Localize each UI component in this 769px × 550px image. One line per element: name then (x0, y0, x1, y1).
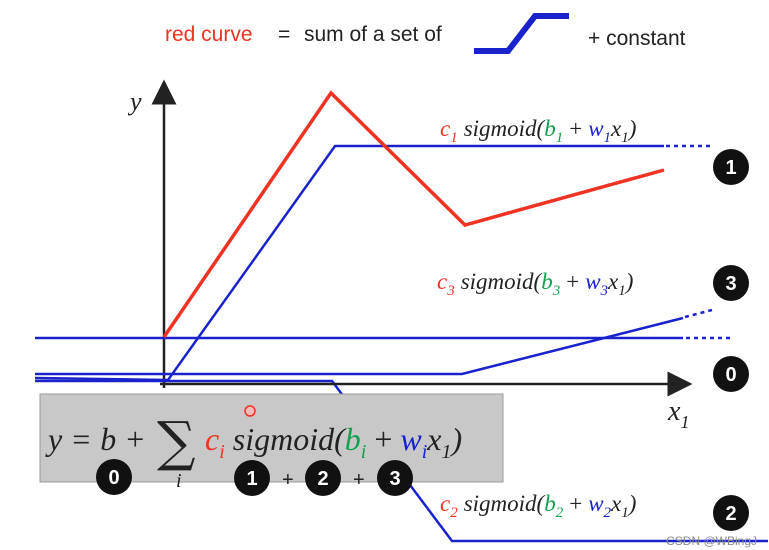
svg-text:0: 0 (725, 364, 736, 386)
header-sum-of-set: sum of a set of (304, 23, 442, 46)
svg-text:1: 1 (725, 157, 736, 179)
formula-badge-one: 1 (234, 460, 270, 496)
badge-zero: 0 (713, 356, 749, 392)
formula-sum-index: i (176, 470, 182, 492)
watermark: CSDN @WBingJ (666, 534, 757, 548)
svg-text:1: 1 (246, 468, 257, 490)
svg-text:3: 3 (725, 273, 736, 295)
svg-text:2: 2 (317, 468, 328, 490)
red-curve (162, 90, 665, 338)
badge-three: 3 (713, 265, 749, 301)
cursor-marker (244, 405, 256, 417)
hard-sigmoid-icon (474, 13, 569, 54)
formula-badge-three: 3 (377, 460, 413, 496)
svg-text:3: 3 (389, 468, 400, 490)
header-red-curve: red curve (165, 23, 253, 46)
formula-plus-b: + (353, 469, 365, 491)
badge-one: 1 (713, 149, 749, 185)
svg-text:0: 0 (108, 467, 119, 489)
formula-plus-a: + (282, 469, 294, 491)
header-plus-constant: + constant (588, 27, 686, 50)
svg-text:2: 2 (725, 503, 736, 525)
formula-badge-two: 2 (305, 460, 341, 496)
blue-curve-3-dots (684, 308, 713, 319)
badge-two: 2 (713, 495, 749, 531)
y-axis-label: y (127, 87, 142, 116)
blue-curve-1 (34, 144, 664, 382)
formula-sum-symbol: ∑ (157, 410, 196, 473)
blue-curve-3 (35, 316, 684, 376)
formula-badge-zero: 0 (96, 459, 132, 495)
x-axis-label: x1 (667, 396, 689, 432)
header-equals: = (278, 23, 290, 46)
formula-equation: y=b+ (45, 421, 144, 457)
